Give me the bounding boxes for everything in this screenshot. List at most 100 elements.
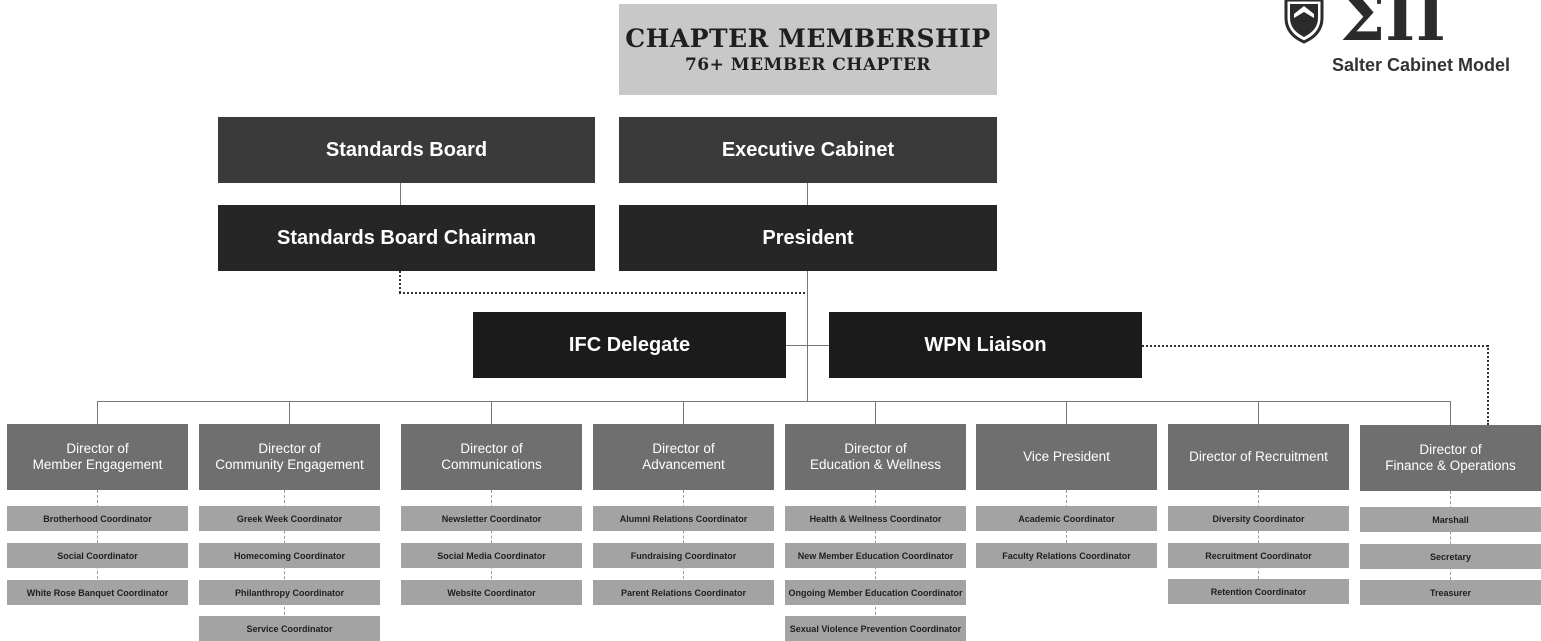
coordinator-box: Recruitment Coordinator bbox=[1168, 543, 1349, 568]
standards-board-label: Standards Board bbox=[325, 138, 488, 161]
connector-line bbox=[400, 183, 401, 205]
connector-line bbox=[97, 401, 1451, 402]
director-title: Director of Recruitment bbox=[1189, 449, 1328, 464]
sigma-pi-logo: ΣΠ bbox=[1284, 0, 1446, 56]
connector-line bbox=[97, 401, 98, 424]
director-title: Vice President bbox=[1023, 449, 1110, 464]
director-box: Director of Communications bbox=[401, 424, 582, 490]
coordinator-box: New Member Education Coordinator bbox=[785, 543, 966, 568]
coordinator-box: Social Media Coordinator bbox=[401, 543, 582, 568]
coordinator-label: Website Coordinator bbox=[447, 587, 536, 598]
header-title: CHAPTER MEMBERSHIP bbox=[625, 23, 991, 53]
director-box: Director of Recruitment bbox=[1168, 424, 1349, 490]
connector-line bbox=[1066, 401, 1067, 424]
coordinator-label: Social Coordinator bbox=[57, 550, 138, 561]
coordinator-box: Health & Wellness Coordinator bbox=[785, 506, 966, 531]
dotted-connector bbox=[1487, 345, 1489, 425]
coordinator-box: Marshall bbox=[1360, 507, 1541, 532]
connector-line bbox=[786, 345, 829, 346]
coordinator-label: Health & Wellness Coordinator bbox=[809, 513, 942, 524]
coordinator-label: Ongoing Member Education Coordinator bbox=[788, 587, 963, 598]
coordinator-box: Faculty Relations Coordinator bbox=[976, 543, 1157, 568]
coordinator-box: Newsletter Coordinator bbox=[401, 506, 582, 531]
dotted-connector bbox=[1142, 345, 1488, 347]
coordinator-box: Ongoing Member Education Coordinator bbox=[785, 580, 966, 605]
coordinator-box: Homecoming Coordinator bbox=[199, 543, 380, 568]
header-subtitle: 76+ MEMBER CHAPTER bbox=[684, 54, 932, 75]
ifc-delegate-label: IFC Delegate bbox=[568, 333, 691, 356]
coordinator-label: Alumni Relations Coordinator bbox=[619, 513, 748, 524]
dashed-connector bbox=[683, 490, 684, 589]
coordinator-label: Retention Coordinator bbox=[1210, 586, 1307, 597]
coordinator-label: Parent Relations Coordinator bbox=[620, 587, 746, 598]
chapter-membership-header: CHAPTER MEMBERSHIP 76+ MEMBER CHAPTER bbox=[619, 4, 997, 95]
coordinator-label: Academic Coordinator bbox=[1018, 513, 1115, 524]
president-box: President bbox=[619, 205, 997, 271]
dotted-connector bbox=[399, 292, 805, 294]
coordinator-label: Newsletter Coordinator bbox=[441, 513, 542, 524]
coordinator-label: New Member Education Coordinator bbox=[797, 550, 954, 561]
dashed-connector bbox=[1258, 490, 1259, 589]
coordinator-box: Parent Relations Coordinator bbox=[593, 580, 774, 605]
coordinator-box: White Rose Banquet Coordinator bbox=[7, 580, 188, 605]
coordinator-box: Social Coordinator bbox=[7, 543, 188, 568]
connector-line bbox=[491, 401, 492, 424]
coordinator-label: Diversity Coordinator bbox=[1212, 513, 1305, 524]
standards-chairman-box: Standards Board Chairman bbox=[218, 205, 595, 271]
director-title: Director of Member Engagement bbox=[32, 441, 163, 472]
standards-board-box: Standards Board bbox=[218, 117, 595, 183]
dashed-connector bbox=[491, 490, 492, 589]
dotted-connector bbox=[399, 271, 401, 293]
director-title: Director of Education & Wellness bbox=[809, 441, 942, 472]
connector-line bbox=[1258, 401, 1259, 424]
director-box: Director of Education & Wellness bbox=[785, 424, 966, 490]
coordinator-label: Secretary bbox=[1429, 551, 1472, 562]
coordinator-label: White Rose Banquet Coordinator bbox=[26, 587, 169, 598]
coordinator-box: Greek Week Coordinator bbox=[199, 506, 380, 531]
ifc-delegate-box: IFC Delegate bbox=[473, 312, 786, 378]
coordinator-box: Sexual Violence Prevention Coordinator bbox=[785, 616, 966, 641]
coordinator-box: Fundraising Coordinator bbox=[593, 543, 774, 568]
connector-line bbox=[875, 401, 876, 424]
director-box: Director of Advancement bbox=[593, 424, 774, 490]
director-title: Director of Advancement bbox=[642, 441, 725, 472]
coordinator-box: Diversity Coordinator bbox=[1168, 506, 1349, 531]
coordinator-label: Sexual Violence Prevention Coordinator bbox=[789, 623, 962, 634]
coordinator-label: Fundraising Coordinator bbox=[630, 550, 737, 561]
wpn-liaison-label: WPN Liaison bbox=[924, 333, 1047, 356]
coordinator-box: Website Coordinator bbox=[401, 580, 582, 605]
coordinator-label: Greek Week Coordinator bbox=[236, 513, 343, 524]
connector-line bbox=[807, 271, 808, 401]
connector-line bbox=[807, 183, 808, 205]
coordinator-box: Brotherhood Coordinator bbox=[7, 506, 188, 531]
coordinator-label: Philanthropy Coordinator bbox=[235, 587, 344, 598]
coordinator-box: Retention Coordinator bbox=[1168, 579, 1349, 604]
shield-icon bbox=[1284, 0, 1324, 44]
director-box: Vice President bbox=[976, 424, 1157, 490]
connector-line bbox=[289, 401, 290, 424]
coordinator-box: Service Coordinator bbox=[199, 616, 380, 641]
director-box: Director of Finance & Operations bbox=[1360, 425, 1541, 491]
connector-line bbox=[683, 401, 684, 424]
coordinator-label: Service Coordinator bbox=[246, 623, 333, 634]
connector-line bbox=[1450, 401, 1451, 425]
president-label: President bbox=[762, 226, 854, 249]
director-title: Director of Communications bbox=[441, 441, 542, 472]
logo-letters: ΣΠ bbox=[1340, 0, 1446, 56]
coordinator-box: Secretary bbox=[1360, 544, 1541, 569]
coordinator-label: Marshall bbox=[1432, 514, 1469, 525]
coordinator-label: Brotherhood Coordinator bbox=[43, 513, 152, 524]
coordinator-box: Alumni Relations Coordinator bbox=[593, 506, 774, 531]
standards-chairman-label: Standards Board Chairman bbox=[277, 226, 536, 249]
coordinator-label: Homecoming Coordinator bbox=[233, 550, 345, 561]
executive-cabinet-box: Executive Cabinet bbox=[619, 117, 997, 183]
coordinator-box: Academic Coordinator bbox=[976, 506, 1157, 531]
coordinator-label: Treasurer bbox=[1429, 587, 1472, 598]
dashed-connector bbox=[97, 490, 98, 589]
logo-caption: Salter Cabinet Model bbox=[1331, 55, 1511, 75]
director-box: Director of Community Engagement bbox=[199, 424, 380, 490]
coordinator-box: Treasurer bbox=[1360, 580, 1541, 605]
coordinator-label: Recruitment Coordinator bbox=[1205, 550, 1312, 561]
dashed-connector bbox=[1450, 491, 1451, 590]
executive-cabinet-label: Executive Cabinet bbox=[721, 138, 895, 161]
